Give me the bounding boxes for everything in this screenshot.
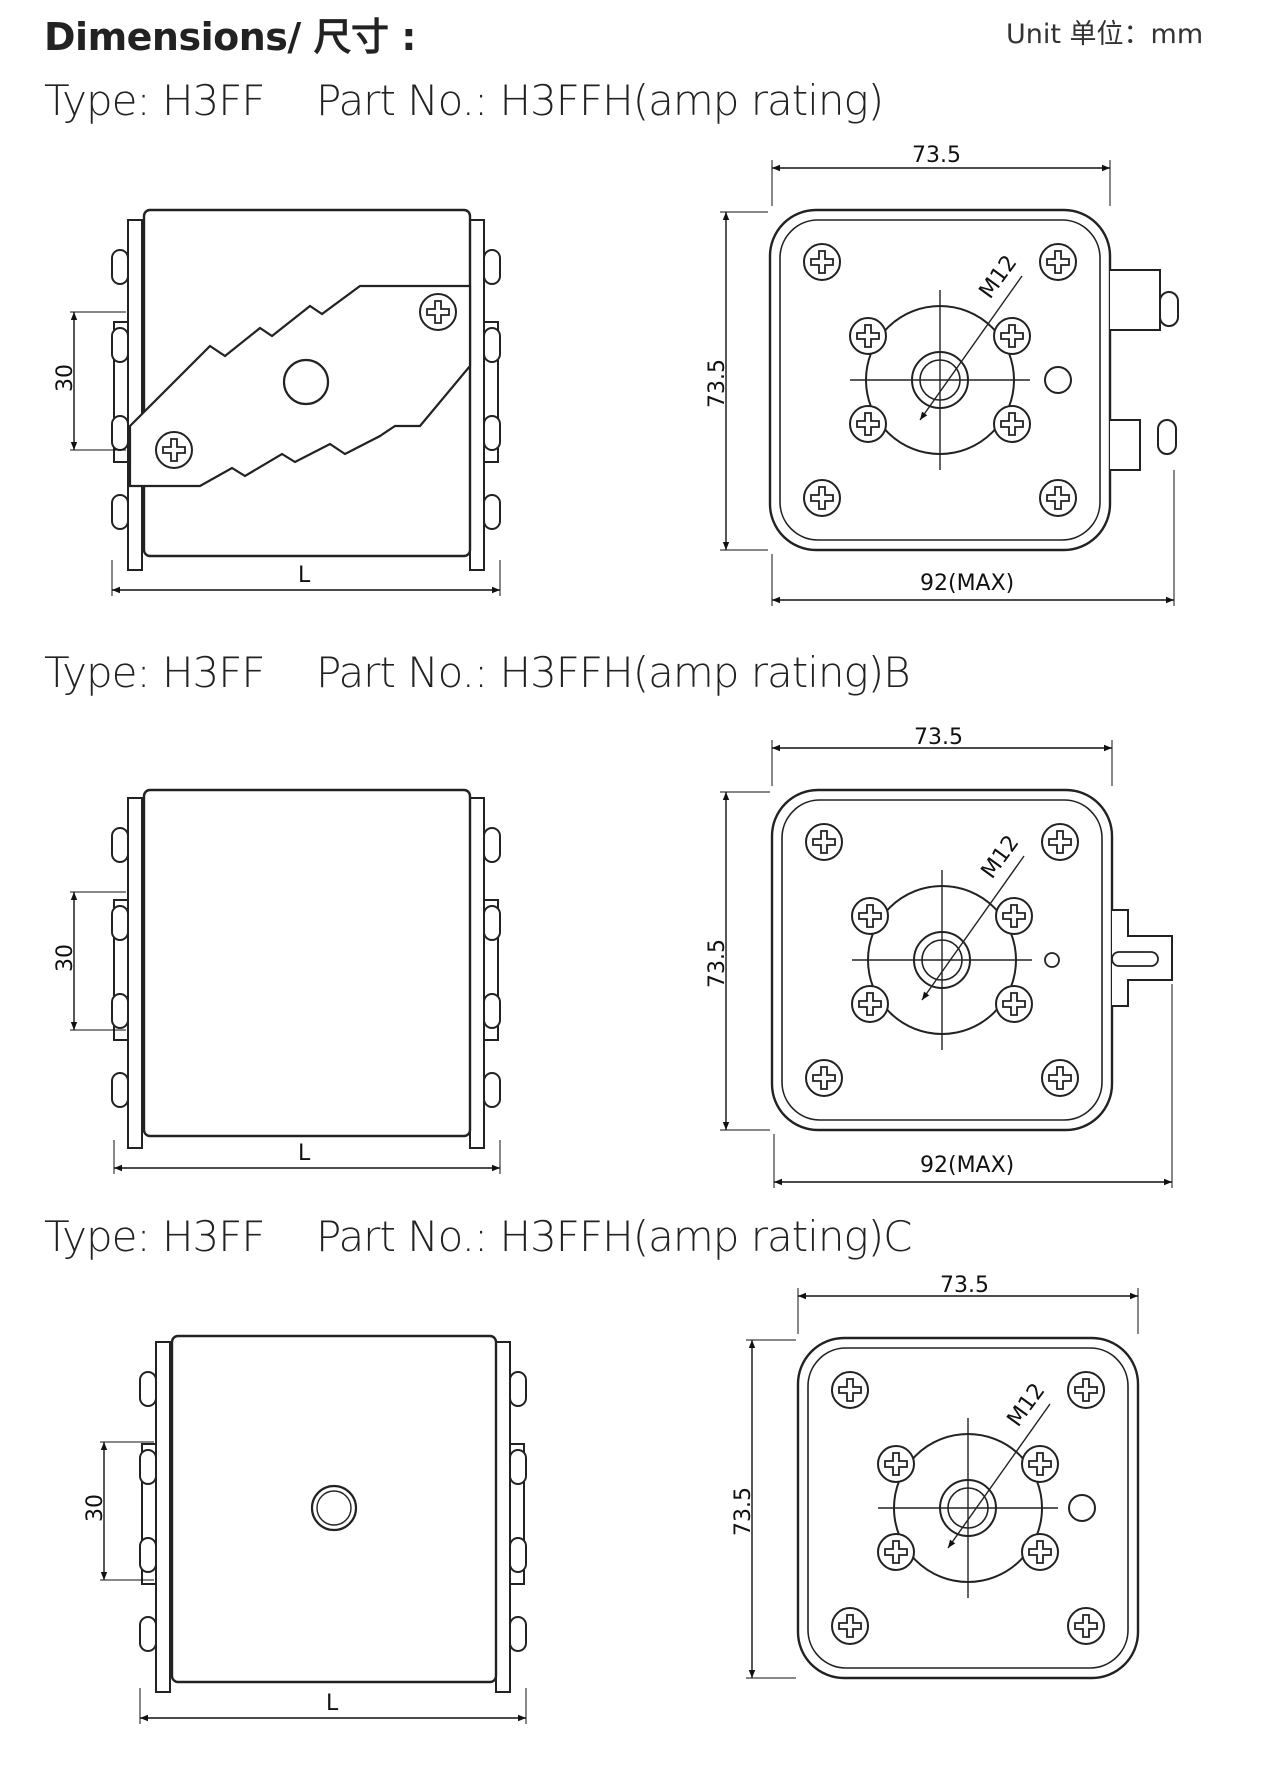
section-1-type: Type: H3FF	[44, 76, 266, 125]
section-1-side-view: 30 L	[53, 208, 501, 596]
section-2-dim-30: 30	[53, 944, 78, 972]
section-1-dim-top: 73.5	[912, 143, 961, 168]
section-1-dim-30: 30	[53, 364, 78, 392]
section-2-end-view: 73.5 73.5 92(MAX) M12	[705, 725, 1173, 1188]
section-3-side-view: 30 L	[83, 1334, 527, 1724]
page-title: Dimensions/ 尺寸 :	[44, 15, 416, 59]
section-3-dim-30: 30	[83, 1494, 108, 1522]
section-1-part-no: Part No.: H3FFH(amp rating)	[316, 76, 884, 125]
unit-label: Unit 单位：mm	[1006, 19, 1204, 50]
section-2-dim-l: L	[298, 1141, 311, 1166]
section-2-dim-bottom: 92(MAX)	[920, 1153, 1014, 1178]
section-2-dim-side: 73.5	[705, 939, 730, 988]
section-1-dim-l: L	[298, 563, 311, 588]
section-2-type: Type: H3FF	[44, 648, 266, 697]
section-3-dim-l: L	[326, 1691, 339, 1716]
section-3-end-view: 73.5 73.5 M12	[731, 1273, 1138, 1678]
section-3-dim-side: 73.5	[731, 1487, 756, 1536]
section-2-part-no: Part No.: H3FFH(amp rating)B	[316, 648, 911, 697]
section-1-dim-bottom: 92(MAX)	[920, 571, 1014, 596]
section-1-dim-side: 73.5	[705, 359, 730, 408]
section-3-part-no: Part No.: H3FFH(amp rating)C	[316, 1212, 912, 1261]
section-1-end-view: 73.5 73.5 92(MAX) M12	[705, 143, 1179, 606]
section-2-side-view: 30 L	[53, 788, 501, 1174]
section-3-type: Type: H3FF	[44, 1212, 266, 1261]
section-3-dim-top: 73.5	[940, 1273, 989, 1298]
section-2-dim-top: 73.5	[914, 725, 963, 750]
